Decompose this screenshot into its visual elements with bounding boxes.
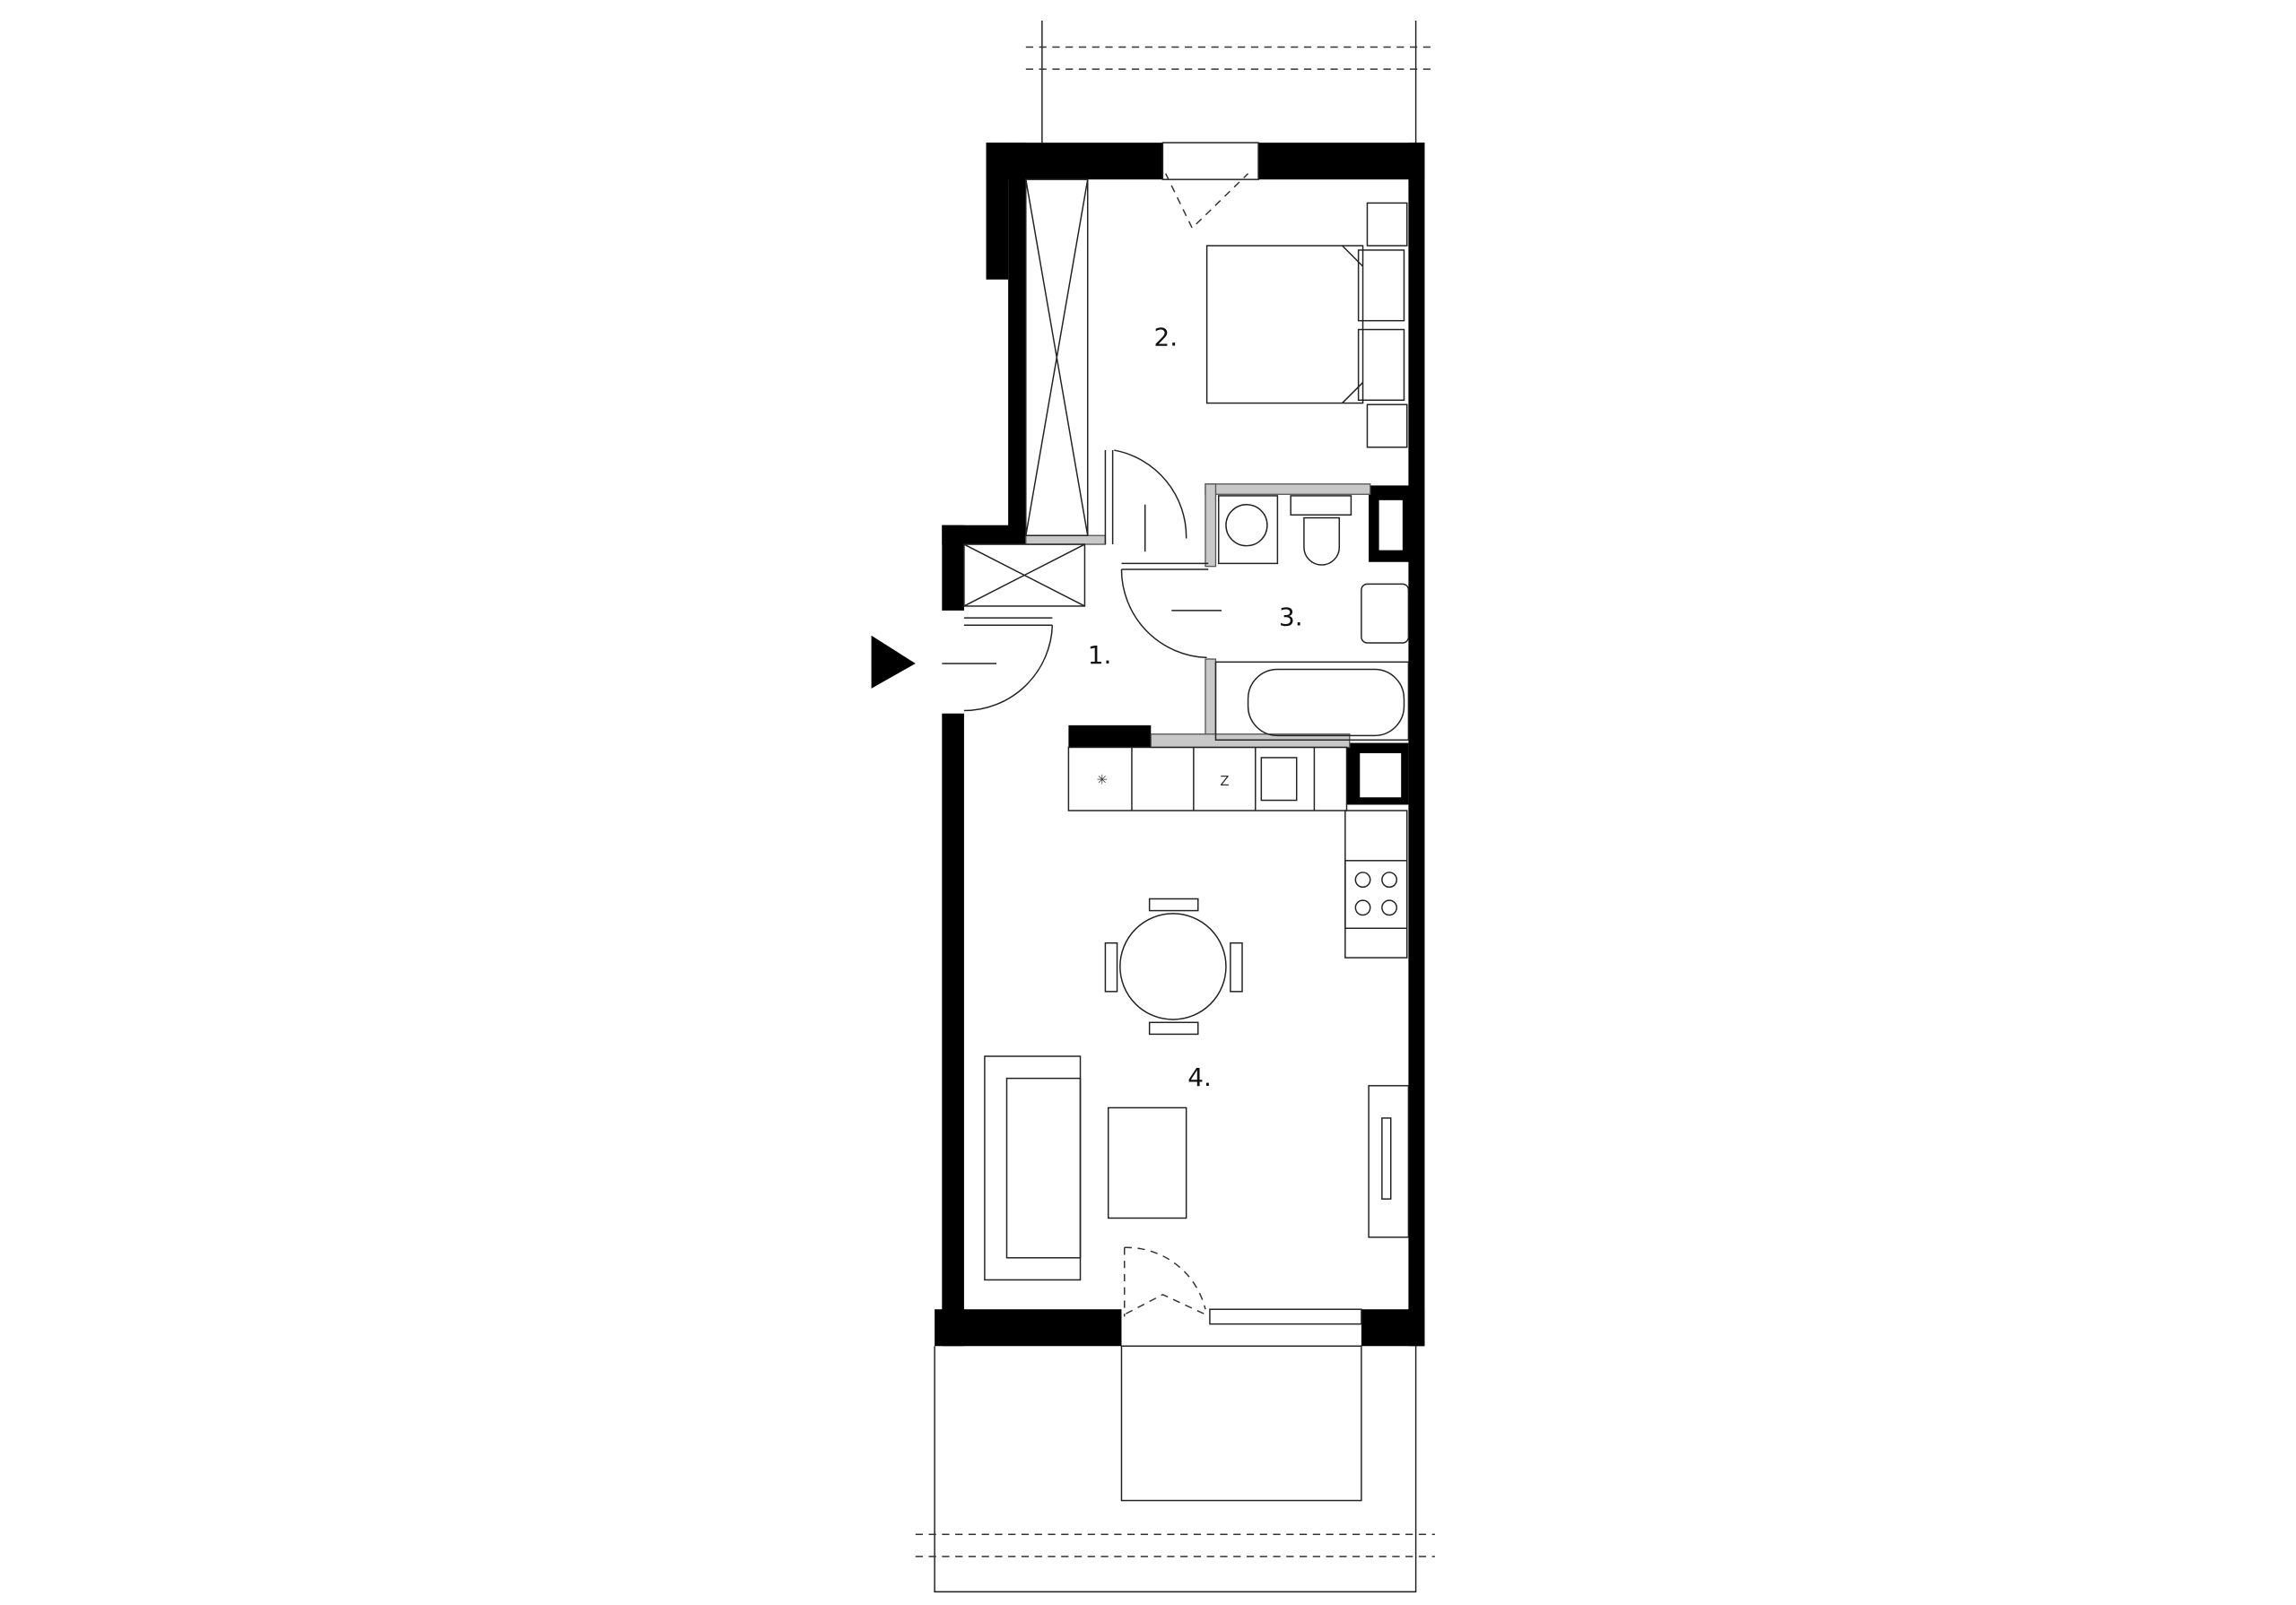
coffee-table [1107, 1106, 1187, 1219]
sofa [984, 1055, 1082, 1281]
dining-table [1104, 898, 1243, 1036]
exterior-walls [935, 143, 1425, 1347]
entrance-arrow-icon [871, 504, 1222, 689]
bottom-balcony [915, 1345, 1435, 1592]
room-label-bedroom: 2. [1154, 323, 1178, 352]
windows-doors [963, 142, 1362, 1325]
bathroom-fixtures [1214, 495, 1410, 742]
top-balcony [1025, 20, 1435, 143]
tv-cabinet [1368, 1085, 1410, 1238]
kitchen-counter: ✳ Z [1067, 746, 1408, 959]
room-label-bathroom: 3. [1279, 602, 1303, 631]
room-label-living-kitchen: 4. [1187, 1063, 1212, 1092]
double-bed [1205, 202, 1408, 448]
wardrobe [963, 178, 1089, 607]
svg-text:✳: ✳ [1097, 772, 1108, 787]
fridge-mark: Z [1220, 774, 1229, 789]
room-label-hall: 1. [1088, 640, 1112, 670]
